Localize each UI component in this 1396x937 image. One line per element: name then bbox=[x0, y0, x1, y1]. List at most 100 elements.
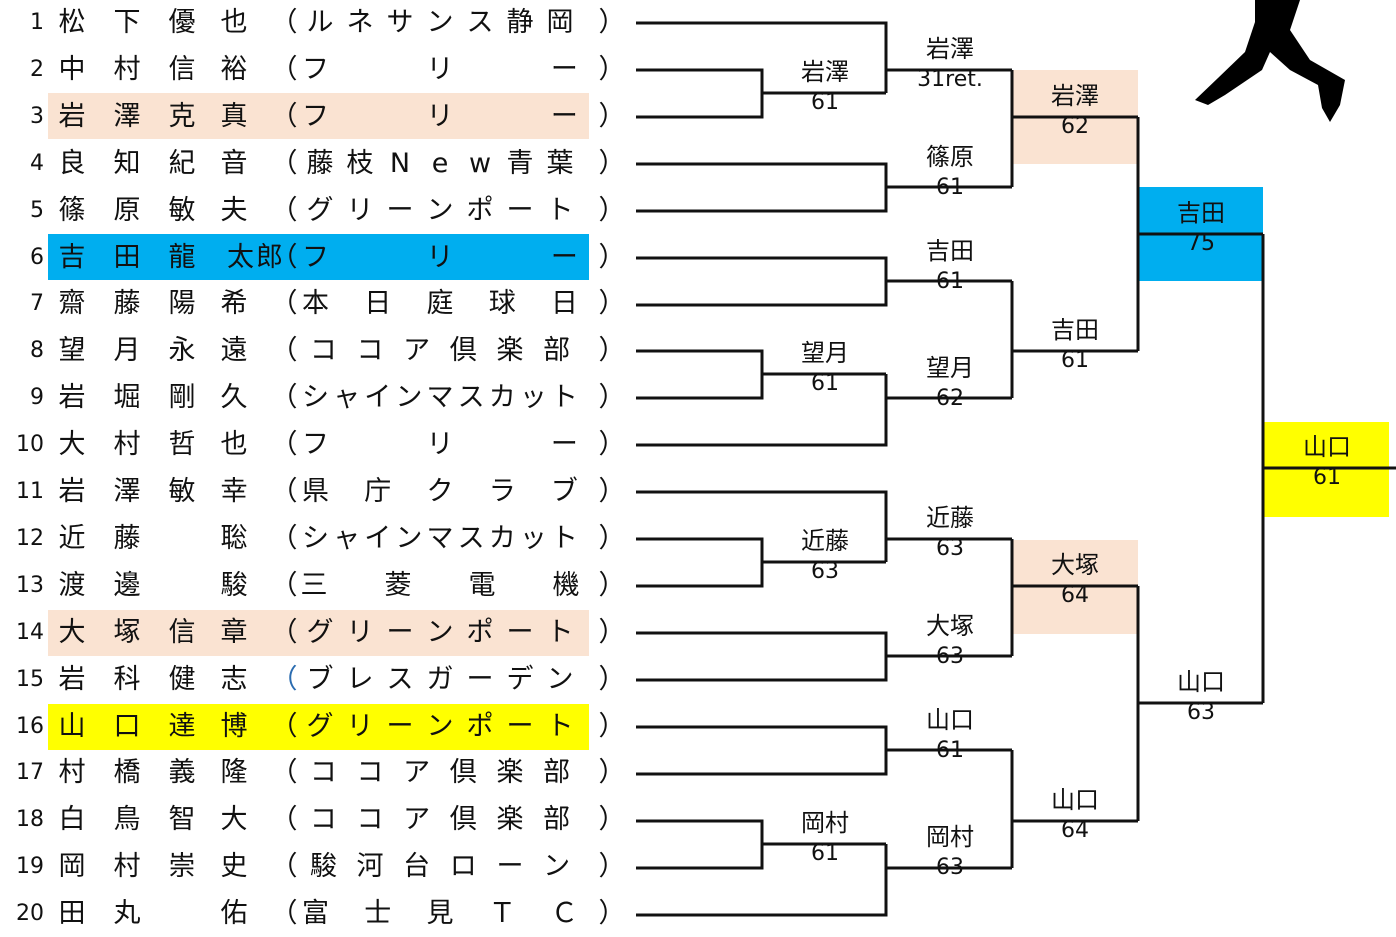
paren-open: （ bbox=[270, 382, 298, 413]
paren-open: （ bbox=[270, 664, 298, 695]
paren-close: ） bbox=[598, 195, 626, 226]
player-name-char: 澤 bbox=[113, 101, 141, 132]
player-name-char: 陽 bbox=[168, 288, 196, 319]
seed-number: 18 bbox=[16, 807, 44, 832]
score-sf_b: 63 bbox=[1187, 700, 1215, 725]
paren-close: ） bbox=[598, 617, 626, 648]
seed-number: 9 bbox=[30, 385, 44, 410]
score-r1_d: 61 bbox=[811, 841, 839, 866]
paren-close: ） bbox=[598, 757, 626, 788]
paren-open: （ bbox=[270, 335, 298, 366]
club-name: 駿河台ローン bbox=[309, 851, 571, 882]
player-name-char: 村 bbox=[113, 54, 141, 85]
winner-name-r2_f: 大塚 bbox=[926, 612, 974, 640]
player-name-char: 科 bbox=[113, 664, 141, 695]
score-qf_a: 62 bbox=[1061, 114, 1089, 139]
player-name-char: 丸 bbox=[113, 898, 141, 929]
winner-name-r2_g: 山口 bbox=[926, 706, 974, 734]
player-name-char: 聡 bbox=[220, 523, 248, 554]
player-name-char: 近 bbox=[58, 523, 86, 554]
score-r2_d: 62 bbox=[936, 386, 964, 411]
paren-close: ） bbox=[598, 523, 626, 554]
paren-close: ） bbox=[598, 804, 626, 835]
player-name-char: 篠 bbox=[58, 195, 86, 226]
player-name-char: 志 bbox=[220, 664, 248, 695]
player-name-char: 下 bbox=[113, 7, 141, 38]
paren-open: （ bbox=[270, 242, 298, 273]
player-name-char: 田 bbox=[113, 242, 141, 273]
player-name-char: 渡 bbox=[58, 570, 86, 601]
player-name-char: 藤 bbox=[113, 523, 141, 554]
player-name-char: 達 bbox=[168, 711, 196, 742]
player-name-char: 史 bbox=[220, 851, 248, 882]
paren-close: ） bbox=[598, 242, 626, 273]
score-r2_a: 31ret. bbox=[917, 67, 983, 92]
winner-name-r1_d: 岡村 bbox=[801, 809, 849, 837]
seed-number: 6 bbox=[30, 245, 44, 270]
player-name-char: 久 bbox=[220, 382, 248, 413]
player-name-char: 口 bbox=[113, 711, 141, 742]
player-name-char: 望 bbox=[58, 335, 86, 366]
winner-name-qf_d: 山口 bbox=[1051, 786, 1099, 814]
score-r2_g: 61 bbox=[936, 738, 964, 763]
paren-open: （ bbox=[270, 898, 298, 929]
paren-open: （ bbox=[270, 148, 298, 179]
score-r2_e: 63 bbox=[936, 536, 964, 561]
player-name-char: 村 bbox=[113, 851, 141, 882]
paren-close: ） bbox=[598, 7, 626, 38]
seed-number: 2 bbox=[30, 57, 44, 82]
player-name-char: 智 bbox=[168, 804, 196, 835]
player-name-char: 裕 bbox=[220, 54, 248, 85]
player-name-char: 佑 bbox=[220, 898, 248, 929]
player-name-char: 也 bbox=[220, 429, 248, 460]
player-name-char: 夫 bbox=[220, 195, 248, 226]
paren-close: ） bbox=[598, 476, 626, 507]
score-r2_b: 61 bbox=[936, 175, 964, 200]
player-name-char: 也 bbox=[220, 7, 248, 38]
score-r1_b: 61 bbox=[811, 371, 839, 396]
player-name-char: 健 bbox=[168, 664, 196, 695]
score-sf_a: 75 bbox=[1187, 231, 1215, 256]
paren-open: （ bbox=[270, 617, 298, 648]
paren-open: （ bbox=[270, 7, 298, 38]
score-qf_b: 61 bbox=[1061, 348, 1089, 373]
winner-name-r2_b: 篠原 bbox=[926, 143, 974, 171]
player-name-char: 大 bbox=[58, 429, 86, 460]
player-name-char: 藤 bbox=[113, 288, 141, 319]
paren-open: （ bbox=[270, 851, 298, 882]
paren-open: （ bbox=[270, 429, 298, 460]
seed-number: 3 bbox=[30, 104, 44, 129]
player-name-char: 知 bbox=[113, 148, 141, 179]
score-r1_c: 63 bbox=[811, 559, 839, 584]
club-name: フ リ ー bbox=[302, 429, 578, 460]
seed-number: 20 bbox=[16, 901, 44, 926]
seed-number: 4 bbox=[30, 151, 44, 176]
winner-name-sf_b: 山口 bbox=[1177, 668, 1225, 696]
paren-close: ） bbox=[598, 570, 626, 601]
player-name-char: 真 bbox=[220, 101, 248, 132]
player-name-char: 太郎 bbox=[227, 242, 285, 273]
score-r2_h: 63 bbox=[936, 855, 964, 880]
player-name-char: 吉 bbox=[58, 242, 86, 273]
highlight-row-6 bbox=[48, 234, 589, 280]
player-name-char: 岩 bbox=[58, 476, 86, 507]
player-name-char: 崇 bbox=[168, 851, 196, 882]
highlight-row-16 bbox=[48, 704, 589, 750]
score-r2_f: 63 bbox=[936, 644, 964, 669]
club-name: 本 日 庭 球 日 bbox=[302, 288, 578, 319]
player-name-char: 塚 bbox=[113, 617, 141, 648]
seed-number: 17 bbox=[16, 760, 44, 785]
paren-open: （ bbox=[270, 523, 298, 554]
player-name-char: 信 bbox=[168, 617, 196, 648]
player-name-char: 龍 bbox=[168, 242, 196, 273]
player-name-char: 中 bbox=[58, 54, 86, 85]
seed-number: 16 bbox=[16, 714, 44, 739]
score-qf_c: 64 bbox=[1061, 583, 1089, 608]
player-name-char: 山 bbox=[58, 711, 86, 742]
player-name-char: 永 bbox=[168, 335, 196, 366]
player-name-char: 田 bbox=[58, 898, 86, 929]
paren-close: ） bbox=[598, 382, 626, 413]
club-name: ココア倶楽部 bbox=[309, 804, 571, 835]
winner-name-r1_a: 岩澤 bbox=[801, 58, 849, 86]
